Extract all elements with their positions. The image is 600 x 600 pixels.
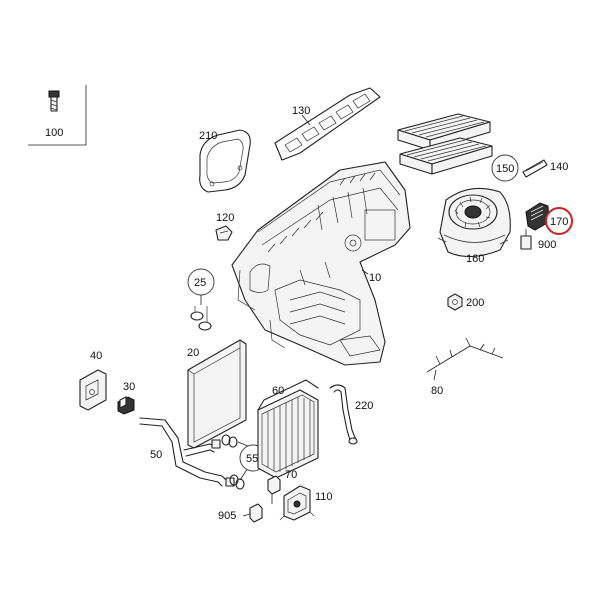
callout-30: 30 <box>123 381 135 393</box>
part-900-connector[interactable] <box>520 229 532 250</box>
callout-50: 50 <box>150 449 162 461</box>
part-55-o-rings[interactable] <box>221 434 249 490</box>
part-25-o-rings[interactable] <box>190 295 212 331</box>
part-80-harness[interactable] <box>426 337 504 381</box>
callout-170-circle <box>545 207 573 235</box>
callout-25: 25 <box>194 277 206 289</box>
callout-110: 110 <box>315 491 333 503</box>
part-10-hvac-housing[interactable] <box>231 161 411 366</box>
part-70-connector[interactable] <box>267 475 281 504</box>
callout-100: 100 <box>45 127 63 139</box>
callout-150-circle <box>491 154 519 182</box>
part-905-plug[interactable] <box>242 503 263 523</box>
callout-60: 60 <box>272 385 284 397</box>
part-120-clip[interactable] <box>215 225 233 241</box>
part-40-cover[interactable] <box>79 369 107 411</box>
callout-150: 150 <box>496 163 514 175</box>
callout-170: 170 <box>550 216 568 228</box>
callout-160: 160 <box>466 253 484 265</box>
part-200-nut[interactable] <box>447 293 463 311</box>
part-160-blower-motor[interactable] <box>437 187 511 258</box>
callout-80: 80 <box>431 385 443 397</box>
part-220-drain-hose[interactable] <box>329 384 358 445</box>
callout-40: 40 <box>90 350 102 362</box>
part-60-heater-core[interactable] <box>257 379 319 479</box>
callout-200: 200 <box>466 297 484 309</box>
callout-220: 220 <box>355 400 373 412</box>
callout-20: 20 <box>187 347 199 359</box>
callout-210: 210 <box>199 130 217 142</box>
part-170-regulator[interactable] <box>525 202 550 231</box>
part-140-seal-strip[interactable] <box>522 159 548 178</box>
part-30-sensor[interactable] <box>117 396 135 415</box>
part-210-seal[interactable] <box>199 129 251 193</box>
callout-900: 900 <box>538 239 556 251</box>
part-150-filter[interactable] <box>397 113 493 175</box>
callout-70: 70 <box>285 469 297 481</box>
part-100-bolt[interactable] <box>28 85 87 146</box>
callout-10: 10 <box>369 272 381 284</box>
callout-905: 905 <box>218 510 236 522</box>
callout-140: 140 <box>550 161 568 173</box>
part-20-evaporator[interactable] <box>187 339 247 449</box>
callout-120: 120 <box>216 212 234 224</box>
part-130-gasket[interactable] <box>274 87 381 161</box>
callout-130: 130 <box>292 105 310 117</box>
callout-55: 55 <box>246 453 258 465</box>
part-110-actuator[interactable] <box>279 485 315 521</box>
